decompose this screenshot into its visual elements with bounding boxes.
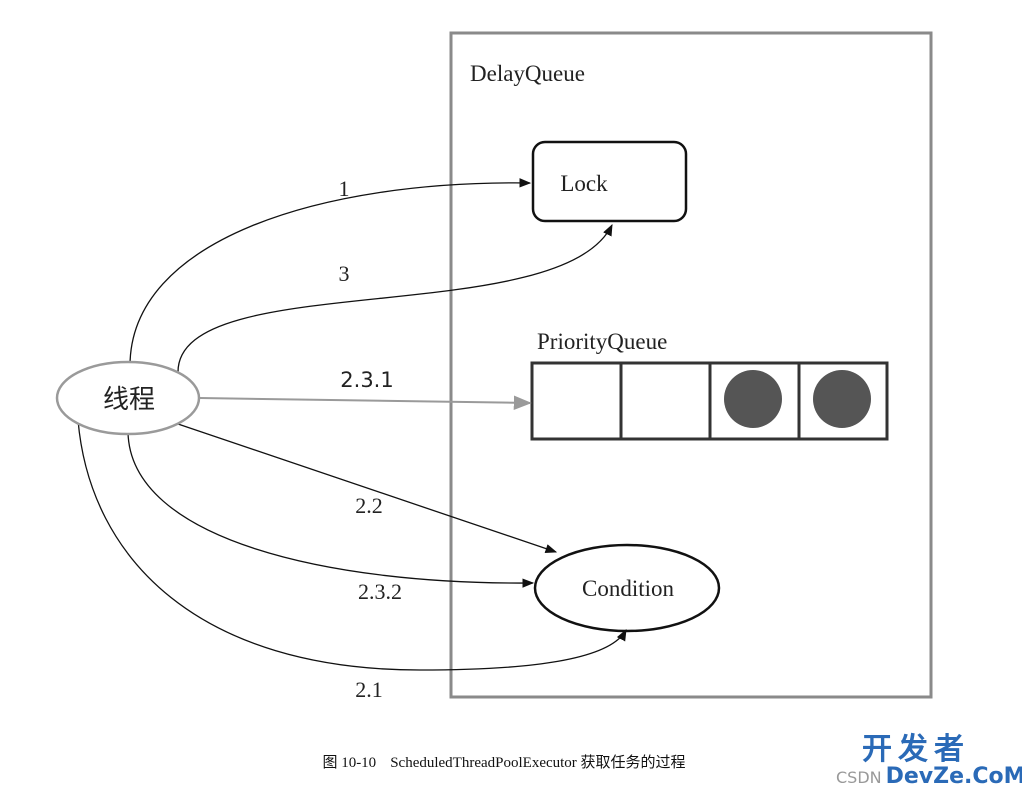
edge-label-2-3-1: 2.3.1 <box>340 368 393 392</box>
edge-label-3: 3 <box>339 261 350 286</box>
edge-label-2-3-2: 2.3.2 <box>358 579 402 604</box>
edge-1 <box>129 178 532 367</box>
queued-task-dot <box>724 370 782 428</box>
thread-ellipse <box>55 360 201 436</box>
edge-label-1: 1 <box>339 176 350 201</box>
condition-label: Condition <box>582 576 675 601</box>
edge-2-1 <box>77 419 627 671</box>
condition-ellipse <box>533 543 721 633</box>
watermark-site: DevZe.CoM <box>885 764 1022 789</box>
queued-task-dot <box>813 370 871 428</box>
priorityqueue-label: PriorityQueue <box>537 329 667 354</box>
delayqueue-container <box>449 31 933 699</box>
watermark-brand: 开发者 <box>862 732 970 767</box>
delayqueue-label: DelayQueue <box>470 61 585 86</box>
figure-number: 图 10-10 <box>322 755 377 771</box>
watermark-prefix: CSDN <box>836 768 882 787</box>
queue-slot <box>619 361 712 441</box>
figure-caption-text: ScheduledThreadPoolExecutor 获取任务的过程 <box>390 755 686 771</box>
priorityqueue-slots <box>530 361 889 441</box>
edge-label-2-1: 2.1 <box>355 677 383 702</box>
edge-2-3-2 <box>127 431 535 588</box>
edge-3 <box>177 223 613 373</box>
lock-box <box>531 140 688 223</box>
queue-slot <box>530 361 623 441</box>
edge-2-2 <box>177 423 558 554</box>
lock-label: Lock <box>560 171 608 196</box>
thread-label: 线程 <box>103 385 155 415</box>
edge-2-3-1 <box>199 395 532 410</box>
edge-label-2-2: 2.2 <box>355 493 383 518</box>
figure-caption: 图 10-10 ScheduledThreadPoolExecutor 获取任务的… <box>0 751 1022 772</box>
